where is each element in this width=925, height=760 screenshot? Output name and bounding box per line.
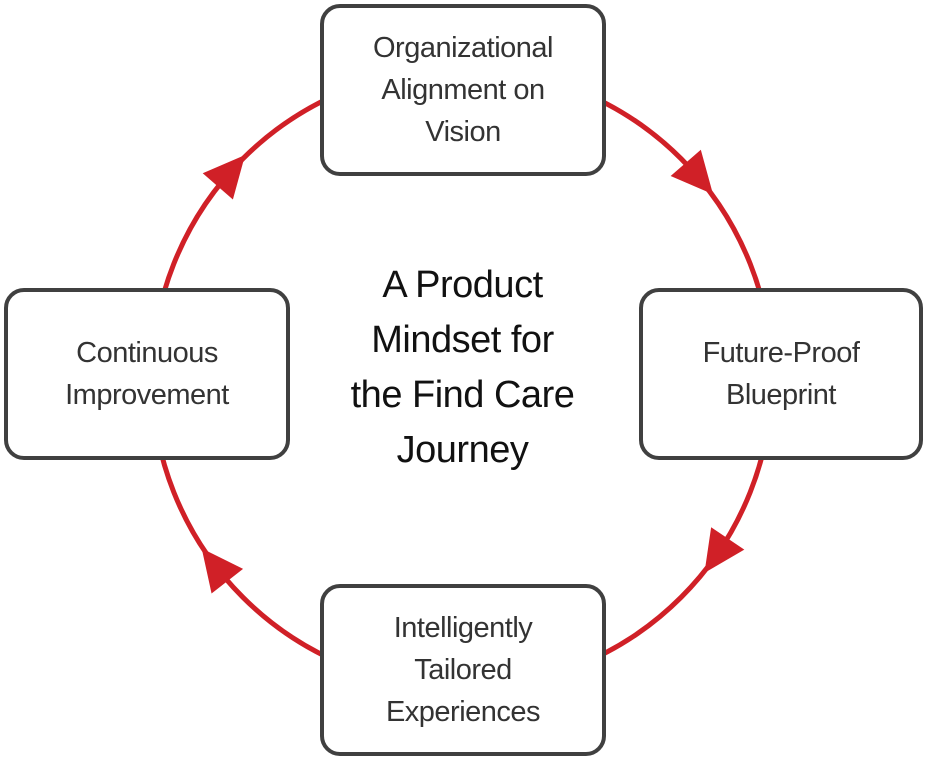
- center-title: A Product Mindset for the Find Care Jour…: [350, 264, 575, 471]
- arrowhead-icon: [201, 548, 244, 594]
- stage-box-vision: Organizational Alignment on Vision: [320, 4, 606, 176]
- stage-box-experiences: Intelligently Tailored Experiences: [320, 584, 606, 756]
- arrowhead-icon: [670, 149, 714, 195]
- stage-label: Intelligently Tailored Experiences: [385, 612, 541, 728]
- stage-label: Future-Proof Blueprint: [702, 337, 860, 411]
- stage-box-improvement: Continuous Improvement: [4, 288, 290, 460]
- arrowhead-icon: [202, 154, 246, 200]
- stage-label: Continuous Improvement: [65, 337, 229, 411]
- arrowhead-icon: [704, 527, 745, 573]
- stage-label: Organizational Alignment on Vision: [373, 32, 554, 148]
- stage-box-blueprint: Future-Proof Blueprint: [639, 288, 923, 460]
